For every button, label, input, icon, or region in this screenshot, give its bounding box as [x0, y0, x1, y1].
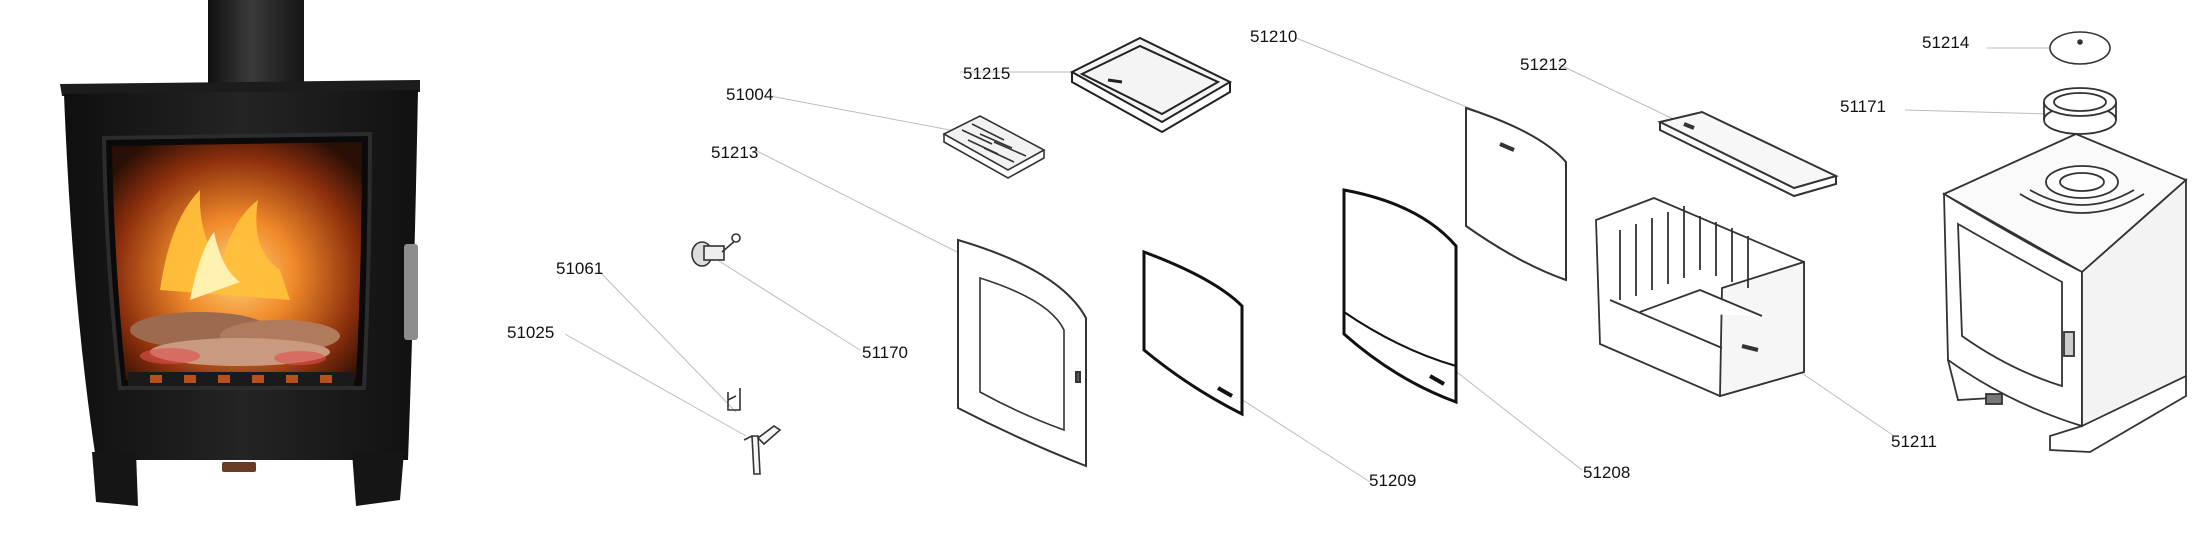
part-51061-latch [727, 388, 741, 411]
label-51213: 51213 [711, 143, 758, 162]
part-51213-door-frame [957, 238, 1087, 468]
label-51212: 51212 [1520, 55, 1567, 74]
stove-leg-left [92, 452, 138, 506]
label-51025: 51025 [507, 323, 554, 342]
flames [160, 190, 290, 300]
label-51215: 51215 [963, 64, 1010, 83]
door-handle [404, 244, 418, 340]
label-51209: 51209 [1369, 471, 1416, 490]
part-51210-heat-shield [1465, 106, 1567, 282]
stove-leg-right [352, 452, 404, 506]
part-stove-body-outline [1942, 133, 2188, 453]
part-51214-flue-cover [2049, 31, 2111, 65]
part-51211-firebox-liner [1595, 197, 1805, 398]
label-51061: 51061 [556, 259, 603, 278]
label-51004: 51004 [726, 85, 773, 104]
flue-pipe [208, 0, 304, 88]
part-51170-door-hinge [691, 233, 741, 267]
label-51210: 51210 [1250, 27, 1297, 46]
part-51212-baffle [1657, 110, 1839, 198]
part-51208-door-glass-frame [1342, 188, 1458, 405]
label-51211: 51211 [1891, 432, 1937, 451]
label-51208: 51208 [1583, 463, 1630, 482]
logs [130, 312, 340, 366]
part-51025-handle [743, 425, 782, 475]
base-badge [222, 462, 256, 472]
stove-photo [60, 0, 420, 506]
part-51004-grate [942, 115, 1046, 179]
label-51170: 51170 [862, 343, 908, 362]
part-51171-flue-collar [2043, 87, 2117, 135]
part-51215-ash-tray [1069, 36, 1233, 134]
label-51214: 51214 [1922, 33, 1969, 52]
leader-lines [564, 37, 2051, 483]
grate-bars [128, 372, 354, 386]
part-labels: 51215 51004 51213 51061 51025 51170 5120… [507, 27, 1969, 490]
label-51171: 51171 [1840, 97, 1886, 116]
part-51209-glass-panel [1142, 249, 1244, 417]
